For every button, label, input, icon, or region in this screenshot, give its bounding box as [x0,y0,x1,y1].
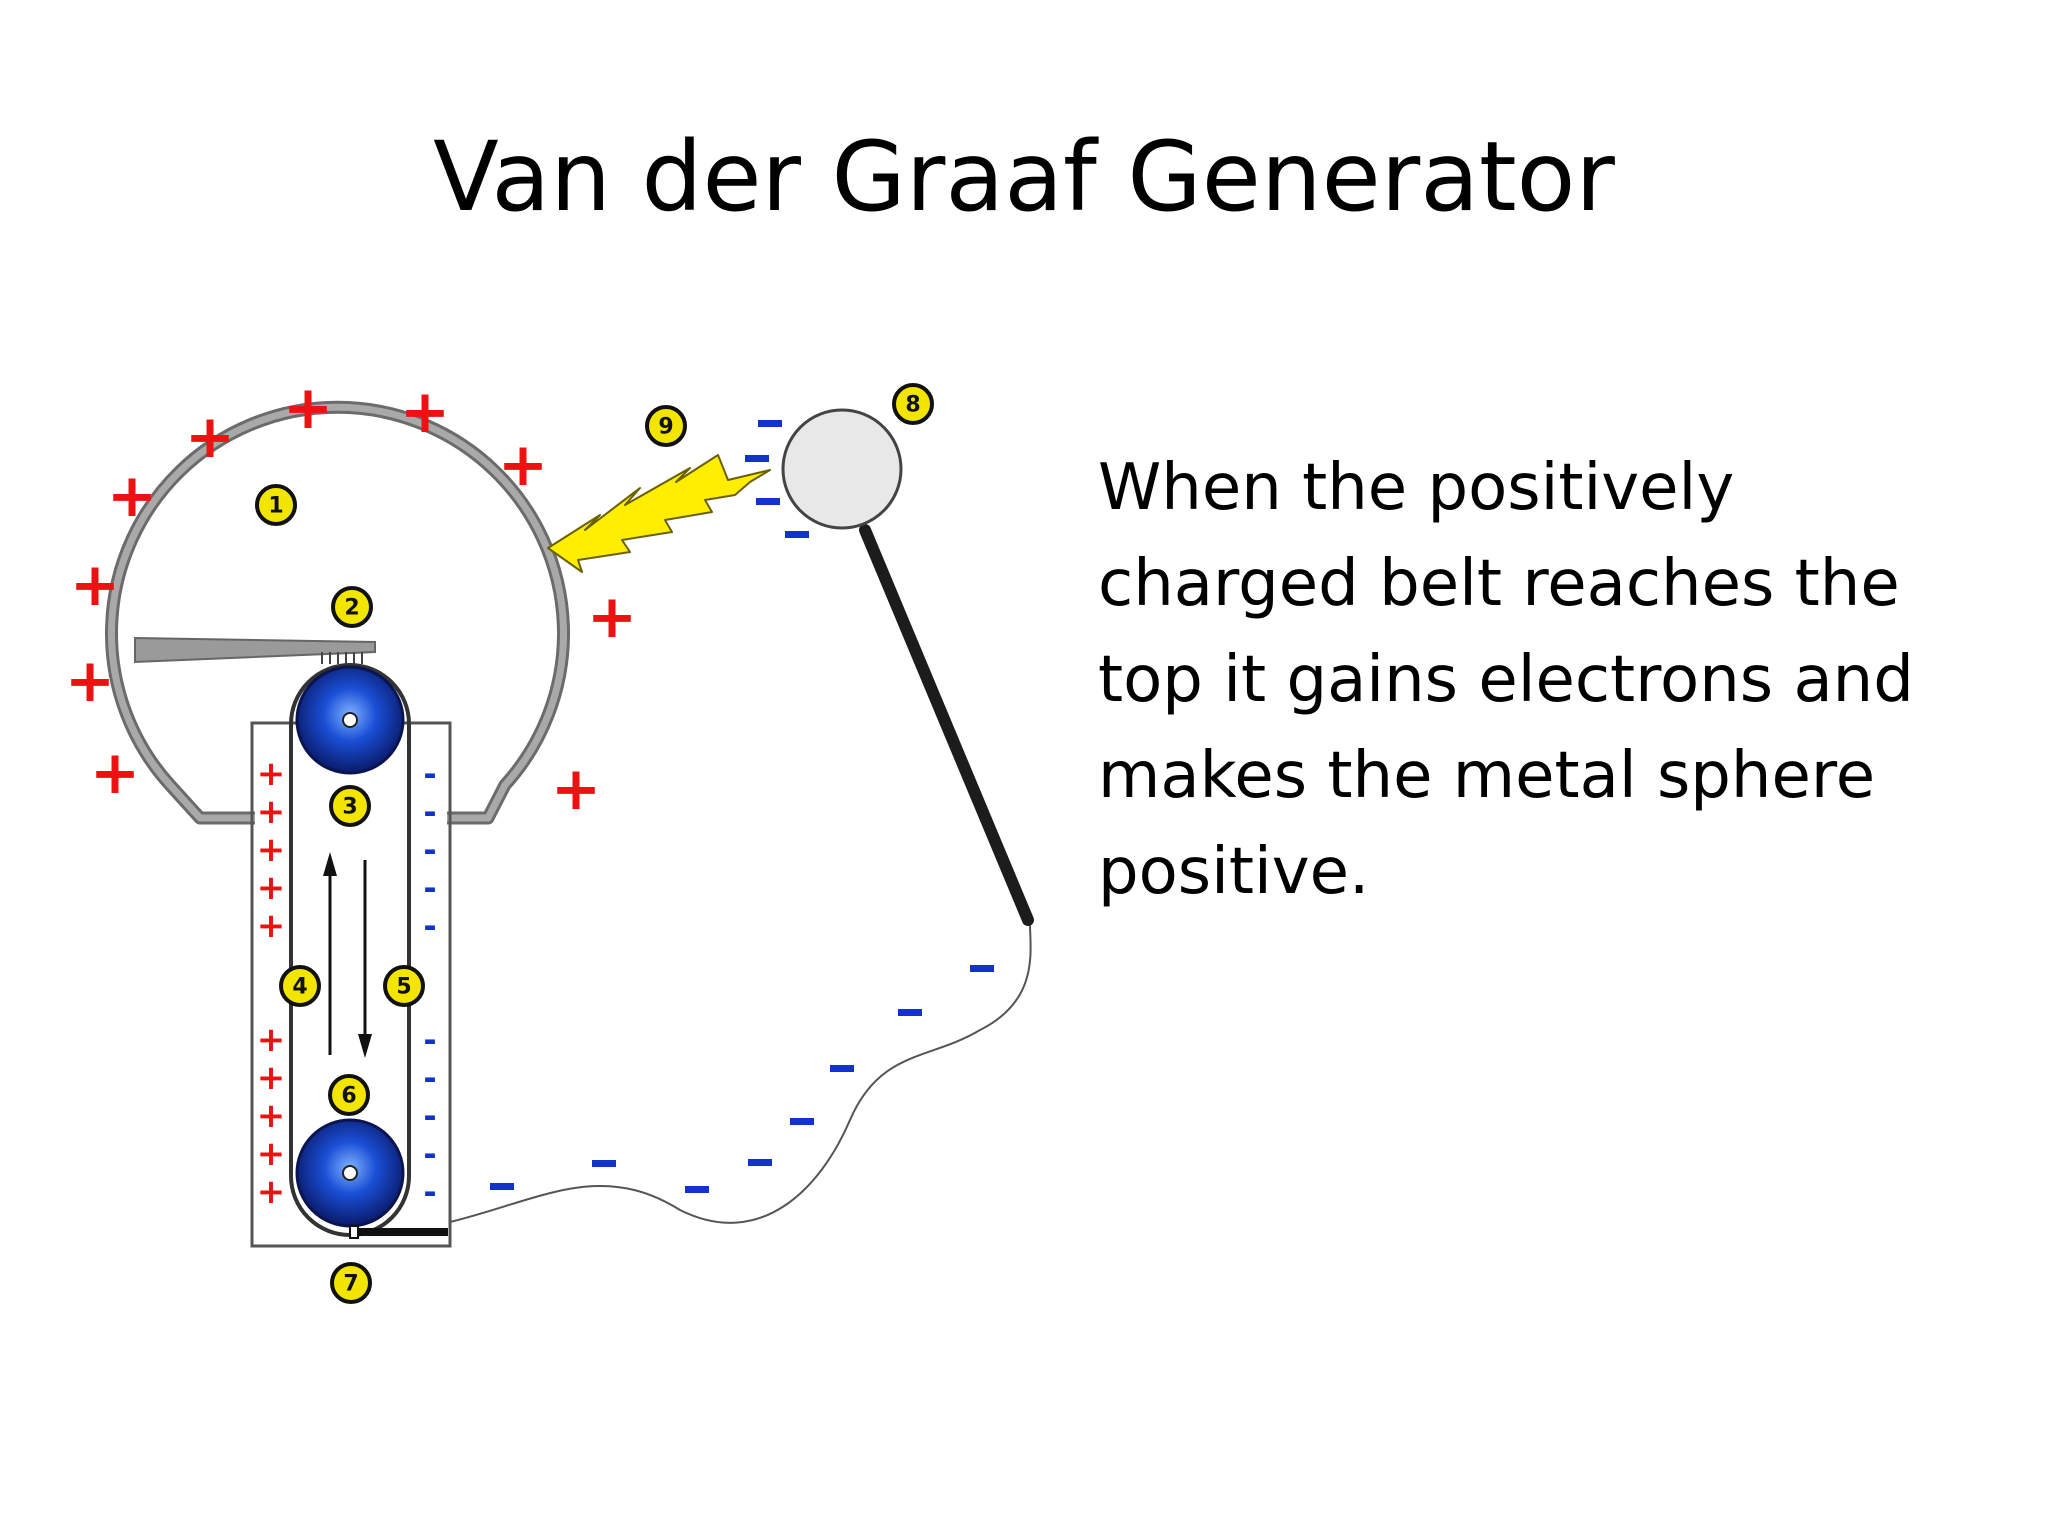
plus-sign: + [70,550,120,620]
dome-positive-charges: + + + + + + + + + + [65,373,637,824]
part-marker-8: 8 [892,383,934,425]
belt-down-arrow [358,860,372,1058]
minus-sign [785,531,809,538]
minus-sign: - [423,831,436,869]
plus-sign: + [257,792,286,832]
plus-sign: + [400,377,450,447]
minus-sign [748,1159,772,1166]
plus-sign: + [90,738,140,808]
plus-sign: + [185,402,235,472]
upper-comb-teeth [321,652,363,664]
part-marker-6: 6 [328,1074,370,1116]
plus-sign: + [498,430,548,500]
plus-sign: + [257,1058,286,1098]
part-marker-label: 9 [658,415,673,440]
upper-comb-arm [134,636,376,664]
minus-sign: - [423,1097,436,1135]
minus-sign: - [423,869,436,907]
minus-sign: - [423,755,436,793]
body-line: charged belt reaches the [1098,547,1900,621]
plus-sign: + [257,906,286,946]
part-marker-2: 2 [331,586,373,628]
plus-sign: + [551,754,601,824]
plus-sign: + [257,1020,286,1060]
plus-sign: + [257,1096,286,1136]
minus-sign [830,1065,854,1072]
lower-roller [295,1118,405,1228]
part-marker-label: 7 [343,1272,358,1297]
minus-sign: - [423,907,436,945]
minus-sign [490,1183,514,1190]
part-marker-9: 9 [645,405,687,447]
plus-sign: + [65,646,115,716]
upper-roller [295,665,405,775]
plus-sign: + [283,373,333,443]
part-marker-1: 1 [255,484,297,526]
plus-sign: + [107,461,157,531]
plus-sign: + [257,754,286,794]
body-line: When the positively [1098,451,1735,525]
body-text: When the positively charged belt reaches… [1098,440,1998,920]
plus-sign: + [257,830,286,870]
minus-sign [592,1160,616,1167]
plus-sign: + [257,868,286,908]
belt-up-arrow [323,852,337,1055]
body-line: top it gains electrons and [1098,643,1914,717]
ground-wire [449,923,1032,1224]
body-line: makes the metal sphere [1098,739,1876,813]
minus-sign: - [423,793,436,831]
belt-positive-charges: ++++++++++ [257,754,286,1212]
minus-sign [898,1009,922,1016]
small-metal-sphere [781,408,903,530]
part-marker-label: 8 [905,393,920,418]
plus-sign: + [257,1134,286,1174]
belt-negative-charges: ---------- [423,755,436,1211]
metal-dome-highlight [108,403,567,822]
part-marker-label: 6 [341,1084,356,1109]
lower-comb-tip [349,1225,359,1239]
minus-sign: - [423,1135,436,1173]
minus-sign [685,1186,709,1193]
part-marker-label: 5 [396,975,411,1000]
minus-sign [745,455,769,462]
minus-sign [970,965,994,972]
part-markers: 1 2 3 4 5 6 7 8 9 [255,383,934,1304]
part-marker-3: 3 [329,785,371,827]
part-marker-label: 4 [292,975,307,1000]
slide-title: Van der Graaf Generator [433,121,1615,233]
minus-sign [756,498,780,505]
minus-sign: - [423,1173,436,1211]
lower-comb [350,1228,448,1236]
minus-sign [790,1118,814,1125]
plus-sign: + [257,1172,286,1212]
part-marker-label: 3 [342,795,357,820]
part-marker-4: 4 [279,965,321,1007]
minus-sign: - [423,1021,436,1059]
part-marker-label: 2 [344,596,359,621]
minus-sign: - [423,1059,436,1097]
part-marker-label: 1 [268,494,283,519]
part-marker-7: 7 [330,1262,372,1304]
minus-sign [758,420,782,427]
spark [547,454,771,573]
part-marker-5: 5 [383,965,425,1007]
wire-negative-charges [490,420,994,1193]
plus-sign: + [587,582,637,652]
discharge-wand [859,524,1034,926]
body-line: positive. [1098,835,1370,909]
